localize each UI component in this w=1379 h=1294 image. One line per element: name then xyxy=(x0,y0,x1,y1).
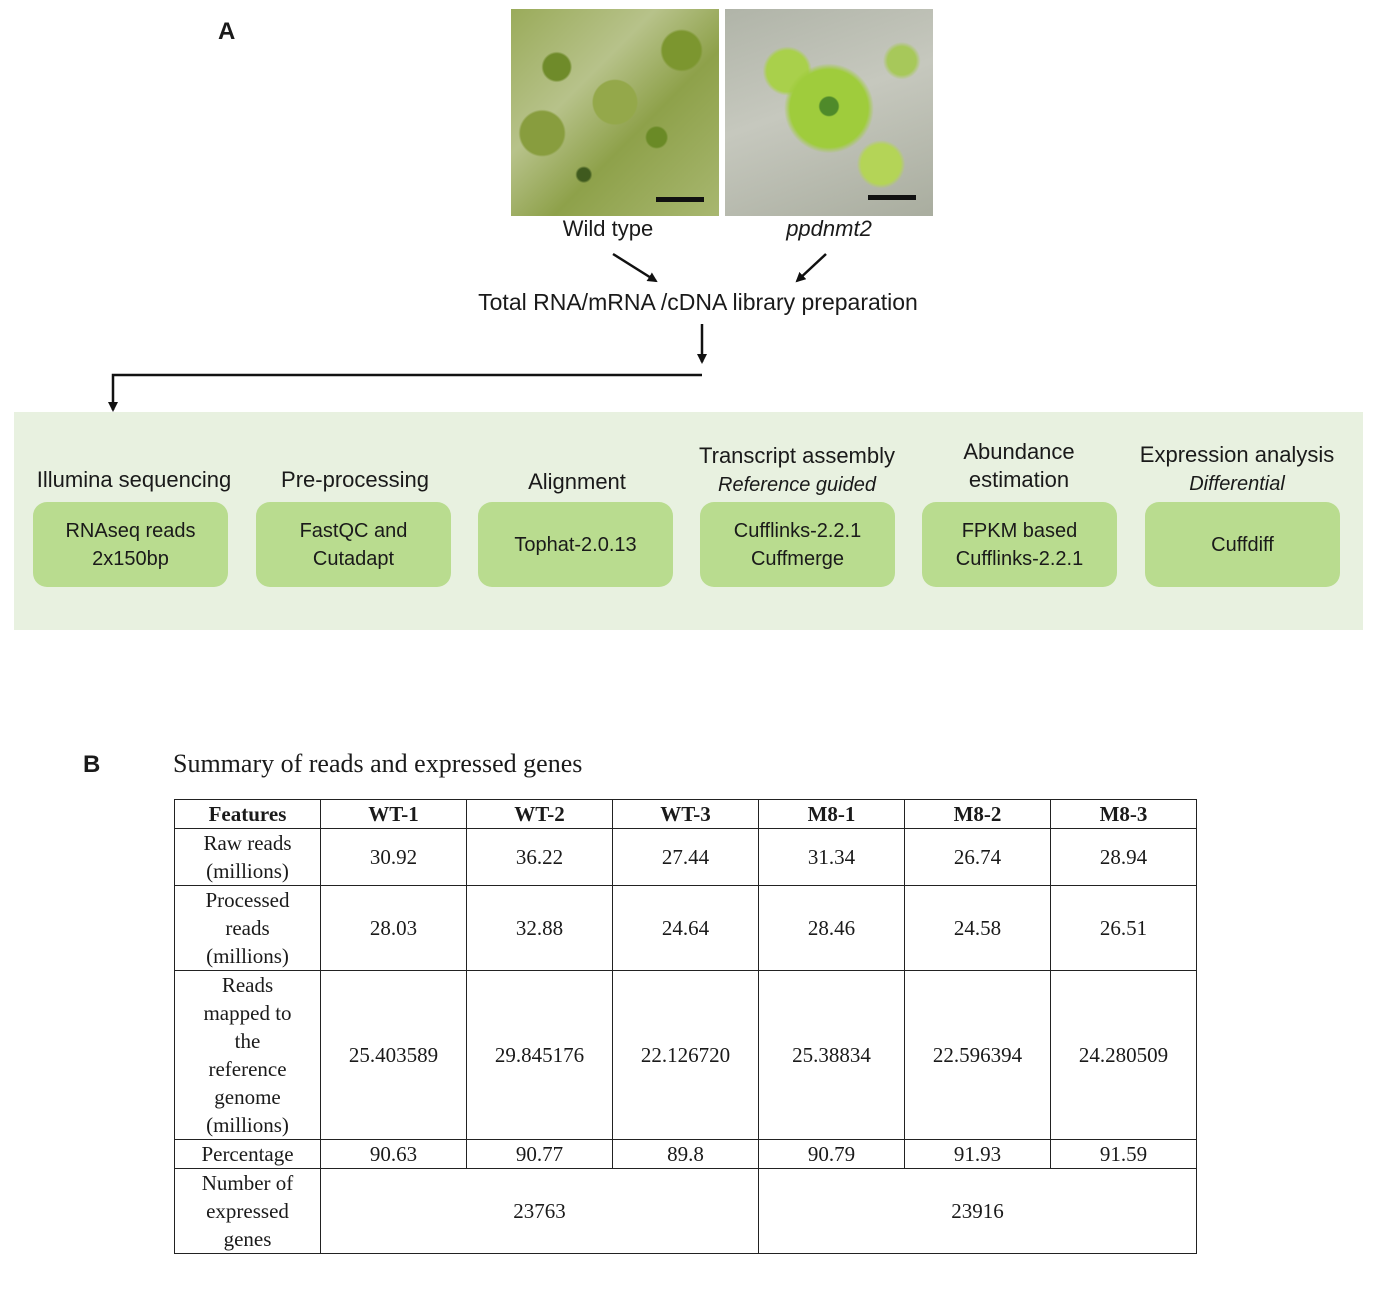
step-title-sequencing: Illumina sequencing xyxy=(36,467,232,492)
value-cell: 24.64 xyxy=(612,885,759,971)
arrow-wt-to-prep xyxy=(612,252,658,283)
wild-type-photo xyxy=(511,9,719,216)
value-cell: 23763 xyxy=(320,1168,759,1254)
header-cell: M8-1 xyxy=(758,799,905,829)
value-cell: 23916 xyxy=(758,1168,1197,1254)
table-header-row: Features WT-1 WT-2 WT-3 M8-1 M8-2 M8-3 xyxy=(174,799,1197,829)
panel-a-label: A xyxy=(218,18,236,45)
table-caption: Summary of reads and expressed genes xyxy=(173,749,583,778)
step-title-alignment: Alignment xyxy=(528,469,626,494)
feature-cell: Reads mapped to the reference genome (mi… xyxy=(174,970,321,1140)
value-cell: 26.51 xyxy=(1050,885,1197,971)
value-cell: 32.88 xyxy=(466,885,613,971)
value-cell: 24.58 xyxy=(904,885,1051,971)
step-box-sequencing: RNAseq reads 2x150bp xyxy=(33,502,228,587)
step-box-abundance: FPKM based Cufflinks-2.2.1 xyxy=(922,502,1117,587)
value-cell: 89.8 xyxy=(612,1139,759,1169)
value-cell: 25.38834 xyxy=(758,970,905,1140)
step-title-expression: Expression analysis Differential xyxy=(1139,442,1335,495)
value-cell: 91.59 xyxy=(1050,1139,1197,1169)
header-cell: WT-3 xyxy=(612,799,759,829)
value-cell: 30.92 xyxy=(320,828,467,886)
step-title-preprocessing: Pre-processing xyxy=(281,467,429,492)
arrow-mutant-to-prep xyxy=(795,253,827,283)
value-cell: 26.74 xyxy=(904,828,1051,886)
header-cell: WT-2 xyxy=(466,799,613,829)
feature-cell: Processed reads (millions) xyxy=(174,885,321,971)
header-cell: M8-2 xyxy=(904,799,1051,829)
flow-arrows xyxy=(108,252,827,412)
value-cell: 29.845176 xyxy=(466,970,613,1140)
pipeline-band xyxy=(14,412,1363,630)
header-cell: WT-1 xyxy=(320,799,467,829)
value-cell: 90.79 xyxy=(758,1139,905,1169)
table-row: Percentage 90.63 90.77 89.8 90.79 91.93 … xyxy=(174,1139,1197,1169)
header-cell: Features xyxy=(174,799,321,829)
mutant-label: ppdnmt2 xyxy=(786,216,872,241)
table-row: Processed reads (millions) 28.03 32.88 2… xyxy=(174,885,1197,971)
value-cell: 31.34 xyxy=(758,828,905,886)
value-cell: 22.126720 xyxy=(612,970,759,1140)
library-prep-label: Total RNA/mRNA /cDNA library preparation xyxy=(478,289,918,315)
value-cell: 90.77 xyxy=(466,1139,613,1169)
scale-bar xyxy=(656,197,704,202)
step-box-preprocessing: FastQC and Cutadapt xyxy=(256,502,451,587)
step-title-abundance: Abundance estimation xyxy=(963,439,1075,492)
feature-cell: Number of expressed genes xyxy=(174,1168,321,1254)
value-cell: 28.03 xyxy=(320,885,467,971)
value-cell: 22.596394 xyxy=(904,970,1051,1140)
header-cell: M8-3 xyxy=(1050,799,1197,829)
feature-cell: Raw reads (millions) xyxy=(174,828,321,886)
table-row: Raw reads (millions) 30.92 36.22 27.44 3… xyxy=(174,828,1197,886)
value-cell: 24.280509 xyxy=(1050,970,1197,1140)
value-cell: 36.22 xyxy=(466,828,613,886)
arrow-to-sequencing xyxy=(108,373,702,412)
step-box-alignment: Tophat-2.0.13 xyxy=(478,502,673,587)
table-row: Reads mapped to the reference genome (mi… xyxy=(174,970,1197,1140)
table-row: Number of expressed genes 23763 23916 xyxy=(174,1168,1197,1254)
summary-table: Features WT-1 WT-2 WT-3 M8-1 M8-2 M8-3 R… xyxy=(174,799,1197,1254)
step-box-expression: Cuffdiff xyxy=(1145,502,1340,587)
value-cell: 25.403589 xyxy=(320,970,467,1140)
step-box-assembly: Cufflinks-2.2.1 Cuffmerge xyxy=(700,502,895,587)
value-cell: 91.93 xyxy=(904,1139,1051,1169)
wild-type-label: Wild type xyxy=(562,216,654,241)
panel-b-label: B xyxy=(83,751,101,778)
mutant-photo xyxy=(725,9,933,216)
value-cell: 27.44 xyxy=(612,828,759,886)
value-cell: 90.63 xyxy=(320,1139,467,1169)
value-cell: 28.94 xyxy=(1050,828,1197,886)
feature-cell: Percentage xyxy=(174,1139,321,1169)
value-cell: 28.46 xyxy=(758,885,905,971)
step-title-assembly: Transcript assembly Reference guided xyxy=(698,443,896,496)
scale-bar xyxy=(868,195,916,200)
